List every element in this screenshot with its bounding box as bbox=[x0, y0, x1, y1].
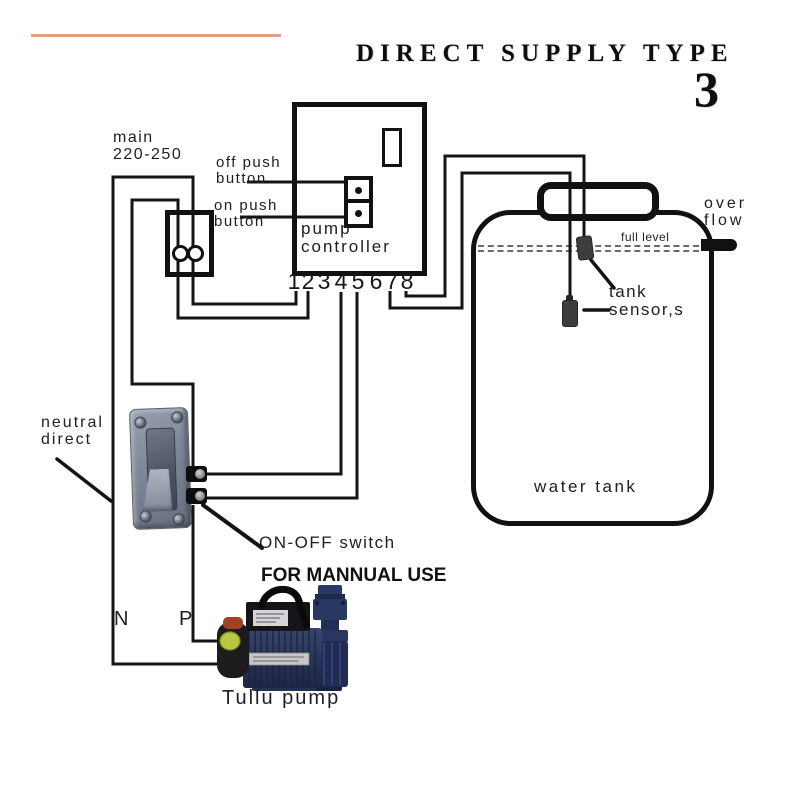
sensor-line1: tank bbox=[609, 282, 648, 301]
tank-sensor-lower bbox=[562, 300, 578, 327]
main-supply-label: main 220-250 bbox=[113, 129, 183, 164]
tullu-pump-image bbox=[217, 585, 348, 691]
accent-line bbox=[31, 34, 281, 37]
pointer-onoff-switch bbox=[201, 503, 264, 550]
overflow-line2: flow bbox=[704, 211, 745, 229]
on-push-line2: button bbox=[214, 212, 265, 230]
terminal-4: 4 bbox=[334, 268, 348, 294]
overflow-pipe bbox=[701, 239, 737, 251]
overflow-line1: over bbox=[704, 195, 748, 212]
neutral-line2: direct bbox=[41, 430, 93, 448]
terminal-7: 7 bbox=[385, 268, 399, 294]
wire-switch-terminal5 bbox=[206, 292, 359, 500]
page-title: DIRECT SUPPLY TYPE bbox=[356, 40, 734, 67]
tank-sensor-label: tank sensor,s bbox=[609, 283, 684, 319]
tank-sensor-lower-cap bbox=[566, 295, 573, 302]
off-push-line2: button bbox=[216, 169, 267, 187]
on-push-line1: on push bbox=[214, 197, 278, 214]
terminal-8: 8 bbox=[400, 268, 414, 294]
on-button-dot bbox=[355, 210, 362, 217]
overflow-label: over flow bbox=[704, 195, 748, 230]
off-push-line1: off push bbox=[216, 154, 282, 171]
neutral-line1: neutral bbox=[41, 414, 104, 431]
controller-indicator bbox=[382, 128, 402, 167]
switch-terminal-top bbox=[186, 466, 207, 482]
off-push-label: off push button bbox=[216, 155, 281, 187]
terminal-screw-icon bbox=[195, 469, 205, 479]
main-plug-box bbox=[165, 210, 214, 277]
pointer-neutral bbox=[55, 457, 113, 503]
screw-icon bbox=[139, 510, 152, 523]
terminal-3: 3 bbox=[317, 268, 331, 294]
screw-icon bbox=[172, 513, 185, 526]
switch-plate bbox=[128, 407, 193, 530]
switch-rocker-paddle bbox=[141, 469, 172, 512]
wire-p-label: P bbox=[179, 608, 194, 630]
controller-line1: pump bbox=[301, 219, 352, 238]
terminal-screw-icon bbox=[195, 491, 205, 501]
wire-switch-terminal4 bbox=[206, 292, 343, 476]
water-tank-label: water tank bbox=[534, 477, 638, 496]
manual-use-label: FOR MANNUAL USE bbox=[261, 565, 447, 586]
pump-controller-label: pump controller bbox=[301, 220, 391, 256]
on-push-label: on push button bbox=[214, 198, 278, 230]
terminal-1: 1 bbox=[287, 268, 301, 294]
neutral-direct-label: neutral direct bbox=[41, 414, 104, 449]
screw-icon bbox=[171, 411, 184, 424]
wire-n-label: N bbox=[114, 608, 130, 630]
plug-socket-right bbox=[187, 245, 204, 262]
terminal-5: 5 bbox=[351, 268, 365, 294]
screw-icon bbox=[134, 416, 147, 429]
terminal-2: 2 bbox=[301, 268, 315, 294]
sensor-line2: sensor,s bbox=[609, 299, 685, 319]
on-off-switch-label: ON-OFF switch bbox=[259, 533, 396, 552]
controller-line2: controller bbox=[301, 236, 391, 256]
on-off-switch bbox=[128, 404, 209, 534]
title-number: 3 bbox=[694, 61, 719, 117]
switch-terminal-bottom bbox=[186, 488, 207, 504]
off-button-dot bbox=[355, 187, 362, 194]
tank-sensor-upper bbox=[575, 235, 595, 261]
main-supply-line2: 220-250 bbox=[113, 145, 183, 163]
main-supply-line1: main bbox=[113, 129, 154, 146]
on-push-button bbox=[344, 199, 373, 228]
tullu-pump-label: Tullu pump bbox=[222, 687, 341, 709]
full-level-label: full level bbox=[621, 230, 670, 244]
terminal-6: 6 bbox=[369, 268, 383, 294]
tank-handle bbox=[537, 182, 659, 221]
